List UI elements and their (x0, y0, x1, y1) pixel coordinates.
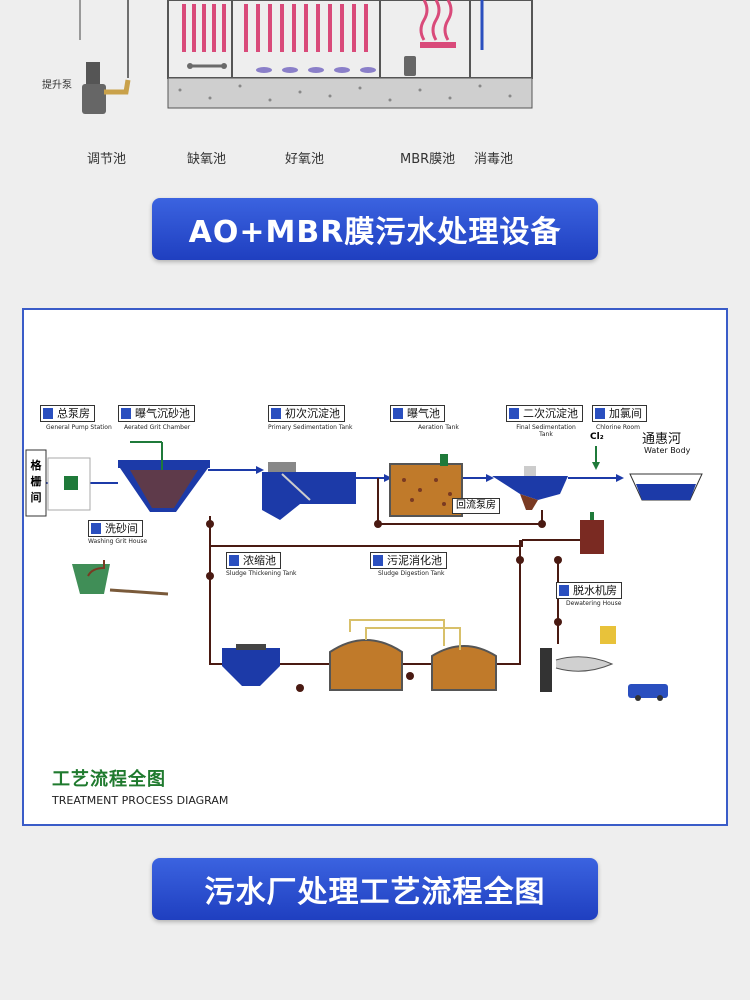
tank-label-disinfection: 消毒池 (474, 152, 514, 167)
dewatering-label: 脱水机房 (556, 582, 622, 599)
dewatering-en: Dewatering House (566, 600, 622, 607)
thickening-en: Sludge Thickening Tank (226, 570, 297, 577)
final-sedimentation-label: 二次沉淀池 (506, 405, 583, 422)
grit-chamber-label: 曝气沉砂池 (118, 405, 195, 422)
digestion-en: Sludge Digestion Tank (378, 570, 445, 577)
primary-sedimentation-en: Primary Sedimentation Tank (268, 424, 353, 431)
tank-label-anoxic: 缺氧池 (187, 152, 227, 167)
cl2-label: Cl₂ (590, 432, 604, 442)
ao-mbr-banner: AO+MBR膜污水处理设备 (152, 198, 598, 260)
final-sedimentation-en: Final Sedimentation Tank (516, 424, 576, 438)
tank-label-aerobic: 好氧池 (285, 152, 325, 167)
digestion-label: 污泥消化池 (370, 552, 447, 569)
diagram-subtitle: TREATMENT PROCESS DIAGRAM (52, 794, 229, 807)
equipment-illustration: 提升泵 (0, 0, 750, 120)
thickening-label: 浓缩池 (226, 552, 281, 569)
return-pump-label: 回流泵房 (452, 498, 500, 514)
chlorine-room-en: Chlorine Room (596, 424, 640, 431)
washing-grit-en: Washing Grit House (88, 538, 148, 545)
pump-station-en: General Pump Station (46, 424, 112, 431)
washing-grit-label: 洗砂间 (88, 520, 143, 537)
aeration-tank-en: Aeration Tank (418, 424, 459, 431)
water-body-label: 通惠河 (642, 432, 682, 447)
aeration-tank-label: 曝气池 (390, 405, 445, 422)
water-body-en: Water Body (644, 446, 691, 455)
screen-house-label: 格栅间 (30, 459, 42, 504)
chlorine-room-label: 加氯间 (592, 405, 647, 422)
process-flow-banner: 污水厂处理工艺流程全图 (152, 858, 598, 920)
primary-sedimentation-label: 初次沉淀池 (268, 405, 345, 422)
diagram-title: 工艺流程全图 (52, 769, 166, 790)
grit-chamber-en: Aerated Grit Chamber (124, 424, 191, 431)
tank-label-regulating: 调节池 (87, 152, 127, 167)
equipment-drawing (79, 0, 533, 114)
lift-pump-label: 提升泵 (42, 80, 72, 91)
pump-station-label: 总泵房 (40, 405, 95, 422)
tank-label-mbr: MBR膜池 (400, 152, 456, 167)
